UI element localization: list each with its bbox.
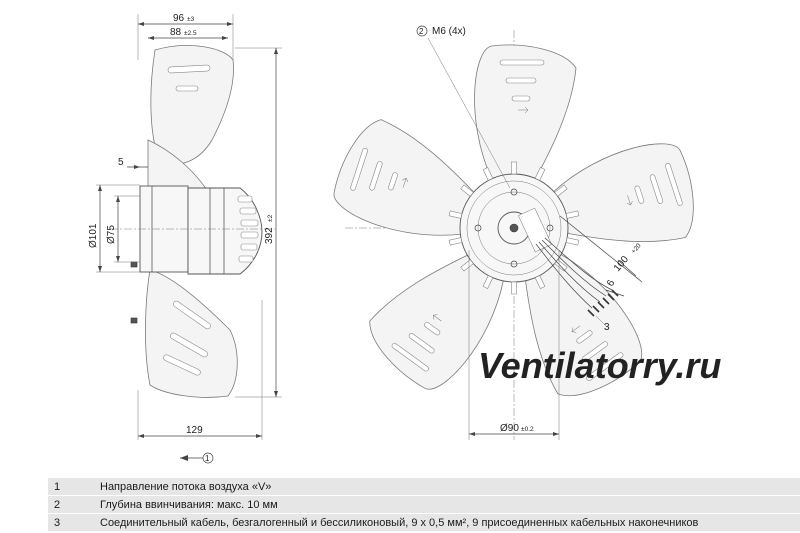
side-blade-top [150,45,234,165]
watermark: Ventilatorry.ru [478,345,721,386]
tol-100: +20 [630,242,643,255]
callout-3: 3 [604,322,610,333]
hub-rib [482,275,494,289]
tol-88: ±2.5 [184,30,197,37]
hub-rib [460,259,474,272]
hub-rib [460,184,474,197]
blade [333,119,474,236]
note-number: 1 [48,478,94,496]
tol-392: ±2 [267,214,274,222]
hub-ribs [448,161,580,295]
note-text: Соединительный кабель, безгалогенный и б… [94,513,800,532]
note-number: 3 [48,513,94,532]
dim-96: 96 [173,13,185,24]
blade [369,255,505,390]
hub-rib [511,281,517,295]
dim-392: 392 [264,227,275,244]
callout-2: 2 [419,27,424,36]
connection-cable [535,237,619,317]
dim-d90: Ø90 [500,423,519,434]
blade [552,143,694,242]
hub-rib [482,167,494,181]
side-view: 96 ±3 88 ±2.5 5 Ø101 Ø75 392 ±2 [88,13,282,464]
motor-ribs [187,187,263,275]
note-number: 2 [48,495,94,514]
technical-drawing: 96 ±3 88 ±2.5 5 Ø101 Ø75 392 ±2 [88,13,721,464]
callout-1: 1 [205,454,210,463]
fan-blades [333,44,694,397]
dim-5: 5 [118,157,124,168]
blade [474,44,577,181]
tol-96: ±3 [187,16,195,23]
dim-88: 88 [170,27,182,38]
mounting-holes [474,188,554,268]
dim-129: 129 [186,425,203,436]
hub-rib [448,210,463,219]
note-text: Направление потока воздуха «V» [94,478,800,496]
front-view: 100 +20 6 3 2 M6 (4x) Ø90 ±0.2 Ventilato… [333,25,721,440]
hub-rib [448,237,463,246]
blade [525,253,643,397]
side-blade-bottom [145,269,238,398]
dim-d101: Ø101 [88,223,99,248]
hub-rib [534,167,546,181]
hub-rib [565,210,580,219]
thread-label: M6 (4x) [432,26,466,37]
hub-rib [565,237,580,246]
dim-d75: Ø75 [106,225,117,244]
hub-rib [511,161,517,175]
dim-6: 6 [605,278,618,289]
hub-rib [554,184,568,197]
tol-d90: ±0.2 [521,426,534,433]
hub-rib [534,275,546,289]
note-text: Глубина ввинчивания: макс. 10 мм [94,495,800,514]
